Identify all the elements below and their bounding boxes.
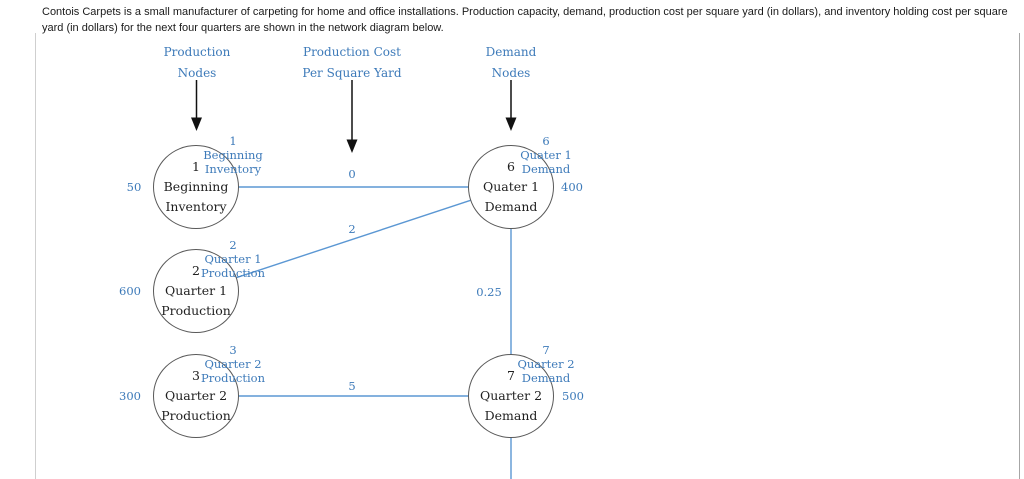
node-number: 1 [192,159,200,174]
node-label-line: Demand [484,199,538,214]
edge-label-2-6: 2 [348,222,356,236]
down-arrow-production-nodes [191,80,202,131]
node-3-capacity: 300 [119,389,141,403]
node-7-demand: 500 [562,389,584,403]
header-line: Nodes [491,66,531,80]
panel-left-border [35,33,36,479]
edge-label-6-7: 0.25 [476,285,502,299]
header-line: Production [163,45,231,59]
header-line: Per Square Yard [302,66,402,80]
node-label-line: Production [161,303,231,318]
node-3-quarter-2-production: 3 Quarter 2 Production [153,354,239,438]
column-header-production-cost: Production Cost Per Square Yard [267,42,437,84]
down-arrow-demand-nodes [505,80,517,131]
node-label-line: Beginning [163,179,229,194]
header-line: Demand [485,45,537,59]
node-6-demand: 400 [561,180,583,194]
node-7-quarter-2-demand: 7 Quarter 2 Demand [468,354,554,438]
node-2-quarter-1-production: 2 Quarter 1 Production [153,249,239,333]
header-line: Nodes [177,66,217,80]
edge-label-3-7: 5 [348,379,356,393]
node-label-line: Production [161,408,231,423]
problem-description: Contois Carpets is a small manufacturer … [42,6,1008,34]
header-line: Production Cost [303,45,401,59]
node-label-line: Quarter 2 [479,388,543,403]
panel-right-border [1019,33,1020,479]
node-number: 6 [507,159,515,174]
node-label-line: Quarter 2 [164,388,228,403]
node-number: 2 [192,263,200,278]
node-1-beginning-inventory: 1 Beginning Inventory [153,145,239,229]
node-number: 7 [507,368,515,383]
node-2-capacity: 600 [119,284,141,298]
edge-2-6 [195,186,512,292]
node-label-line: Inventory [165,199,227,214]
edge-label-1-6: 0 [348,167,356,181]
column-header-production-nodes: Production Nodes [112,42,282,84]
down-arrow-production-cost [346,80,358,153]
node-1-capacity: 50 [126,180,142,194]
node-label-line: Quarter 1 [164,283,228,298]
node-6-quarter-1-demand: 6 Quater 1 Demand [468,145,554,229]
column-header-demand-nodes: Demand Nodes [426,42,596,84]
node-label-line: Demand [484,408,538,423]
node-label-line: Quater 1 [482,179,540,194]
node-number: 3 [192,368,200,383]
